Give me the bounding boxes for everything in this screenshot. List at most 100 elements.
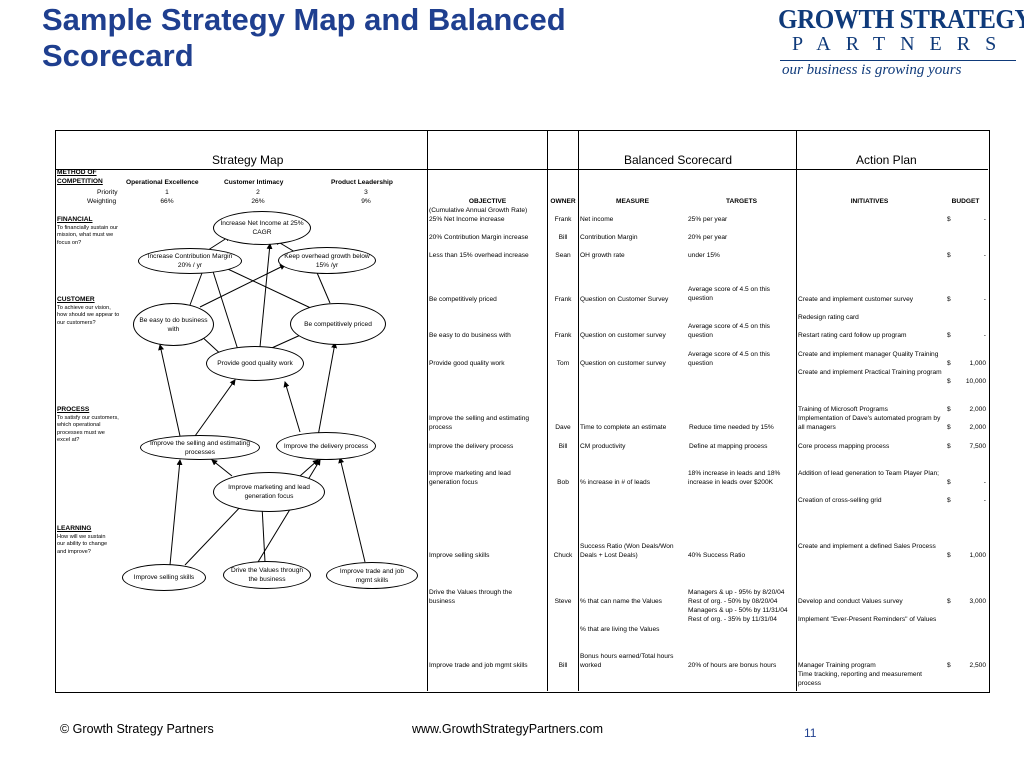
page-number: 11 bbox=[804, 726, 817, 740]
objective-cell: Be easy to do business with bbox=[429, 332, 511, 339]
map-node-selling-skills: Improve selling skills bbox=[122, 564, 206, 591]
initiatives-column-header: INITIATIVES bbox=[850, 198, 889, 205]
target-cell: 25% per year bbox=[688, 216, 728, 223]
owner-cell: Dave bbox=[555, 424, 571, 431]
budget-dollar: $ bbox=[947, 216, 951, 223]
objective-column-header: OBJECTIVE bbox=[468, 198, 507, 205]
strategy-map-header: Strategy Map bbox=[212, 153, 284, 167]
owner-cell: Bill bbox=[558, 662, 568, 669]
measure-cell: % that can name the Values bbox=[580, 598, 662, 605]
initiative-cell: Develop and conduct Values survey bbox=[798, 598, 903, 605]
measure-cell: Net income bbox=[580, 216, 614, 223]
budget-cell: - bbox=[983, 216, 986, 223]
budget-cell: 1,000 bbox=[969, 552, 986, 559]
financial-perspective-title: FINANCIAL bbox=[57, 216, 93, 223]
objective-cell: Be competitively priced bbox=[429, 296, 497, 303]
learning-perspective-desc: How will we sustain our ability to chang… bbox=[57, 534, 108, 555]
map-node-competitively-priced: Be competitively priced bbox=[290, 303, 386, 345]
target-cell: Managers & up - 50% by 11/31/04 Rest of … bbox=[688, 607, 788, 623]
initiative-cell: Time tracking, reporting and measurement… bbox=[798, 671, 922, 687]
initiative-cell: Manager Training program bbox=[798, 662, 876, 669]
budget-cell: 2,000 bbox=[969, 424, 986, 431]
priority-value: 3 bbox=[364, 189, 368, 196]
customer-perspective-desc: To achieve our vision, how should we app… bbox=[57, 305, 120, 326]
target-cell: Average score of 4.5 on this question bbox=[688, 323, 770, 339]
owner-cell: Steve bbox=[554, 598, 572, 605]
map-node-trade-job-skills: Improve trade and job mgmt skills bbox=[326, 562, 418, 589]
target-cell: Average score of 4.5 on this question bbox=[688, 286, 770, 302]
budget-dollar: $ bbox=[947, 332, 951, 339]
initiative-cell: Creation of cross-selling grid bbox=[798, 497, 882, 504]
footer-url[interactable]: www.GrowthStrategyPartners.com bbox=[412, 722, 604, 736]
map-node-marketing-lead-gen: Improve marketing and lead generation fo… bbox=[213, 472, 325, 512]
measure-cell: CM productivity bbox=[580, 443, 626, 450]
initiative-cell: Implement "Ever-Present Reminders" of Va… bbox=[798, 616, 937, 623]
map-node-selling-estimating: Improve the selling and estimating proce… bbox=[140, 435, 260, 460]
budget-cell: - bbox=[983, 252, 986, 259]
budget-cell: - bbox=[983, 296, 986, 303]
target-cell: 20% per year bbox=[688, 234, 728, 241]
map-node-overhead: Keep overhead growth below 15% /yr bbox=[278, 247, 376, 274]
initiative-cell: Create and implement manager Quality Tra… bbox=[798, 351, 939, 358]
measure-cell: Question on customer survey bbox=[580, 360, 666, 367]
measure-cell: % that are living the Values bbox=[580, 626, 660, 633]
measure-cell: OH growth rate bbox=[580, 252, 625, 259]
budget-column-header: BUDGET bbox=[951, 198, 980, 205]
learning-perspective-title: LEARNING bbox=[57, 525, 92, 532]
weighting-label: Weighting bbox=[87, 198, 117, 205]
logo-line-2: PARTNERS bbox=[792, 33, 1012, 55]
budget-cell: - bbox=[983, 497, 986, 504]
budget-dollar: $ bbox=[947, 497, 951, 504]
measure-cell: Contribution Margin bbox=[580, 234, 638, 241]
owner-cell: Sean bbox=[555, 252, 571, 259]
customer-perspective-title: CUSTOMER bbox=[57, 296, 95, 303]
priority-value: 2 bbox=[256, 189, 260, 196]
targets-column-header: TARGETS bbox=[725, 198, 757, 205]
target-cell: 18% increase in leads and 18% increase i… bbox=[688, 470, 781, 486]
target-cell: Average score of 4.5 on this question bbox=[688, 351, 770, 367]
owner-cell: Frank bbox=[554, 332, 572, 339]
budget-cell: 7,500 bbox=[969, 443, 986, 450]
owner-cell: Frank bbox=[554, 216, 572, 223]
target-cell: under 15% bbox=[688, 252, 720, 259]
logo-line-1: GROWTH STRATEGY bbox=[778, 4, 1024, 34]
budget-cell: 1,000 bbox=[969, 360, 986, 367]
weighting-value: 26% bbox=[251, 198, 265, 205]
measure-cell: Question on Customer Survey bbox=[580, 296, 669, 303]
initiative-cell: Create and implement a defined Sales Pro… bbox=[798, 543, 936, 550]
measure-cell: Question on customer survey bbox=[580, 332, 666, 339]
objective-cell: Improve selling skills bbox=[429, 552, 490, 559]
initiative-cell: Core process mapping process bbox=[798, 443, 890, 450]
target-cell: Define at mapping process bbox=[689, 443, 768, 450]
divider-map bbox=[427, 130, 428, 691]
map-node-delivery-process: Improve the delivery process bbox=[276, 432, 376, 460]
map-node-drive-values: Drive the Values through the business bbox=[223, 561, 311, 589]
target-cell: 40% Success Ratio bbox=[688, 552, 746, 559]
budget-cell: 2,000 bbox=[969, 406, 986, 413]
initiative-cell: Restart rating card follow up program bbox=[798, 332, 907, 339]
target-cell: 20% of hours are bonus hours bbox=[688, 662, 777, 669]
scorecard-frame bbox=[55, 130, 990, 693]
owner-cell: Bob bbox=[557, 479, 569, 486]
budget-dollar: $ bbox=[947, 662, 951, 669]
owner-cell: Tom bbox=[556, 360, 570, 367]
initiative-cell: Implementation of Dave's automated progr… bbox=[798, 415, 941, 431]
priority-value: 1 bbox=[165, 189, 169, 196]
priority-label: Priority bbox=[97, 189, 118, 196]
objective-cell: Improve trade and job mgmt skills bbox=[429, 662, 528, 669]
divider-objective bbox=[547, 130, 548, 691]
footer-copyright: © Growth Strategy Partners bbox=[60, 722, 214, 736]
customer-intimacy-label: Customer Intimacy bbox=[224, 179, 284, 186]
action-plan-header: Action Plan bbox=[856, 153, 917, 167]
budget-dollar: $ bbox=[947, 252, 951, 259]
owner-cell: Chuck bbox=[553, 552, 573, 559]
measure-cell: % increase in # of leads bbox=[580, 479, 651, 486]
weighting-value: 66% bbox=[160, 198, 174, 205]
divider-scorecard bbox=[796, 130, 797, 691]
budget-dollar: $ bbox=[947, 406, 951, 413]
measure-cell: Time to complete an estimate bbox=[580, 424, 667, 431]
map-node-contribution-margin: Increase Contribution Margin 20% / yr bbox=[138, 248, 242, 274]
budget-cell: 3,000 bbox=[969, 598, 986, 605]
